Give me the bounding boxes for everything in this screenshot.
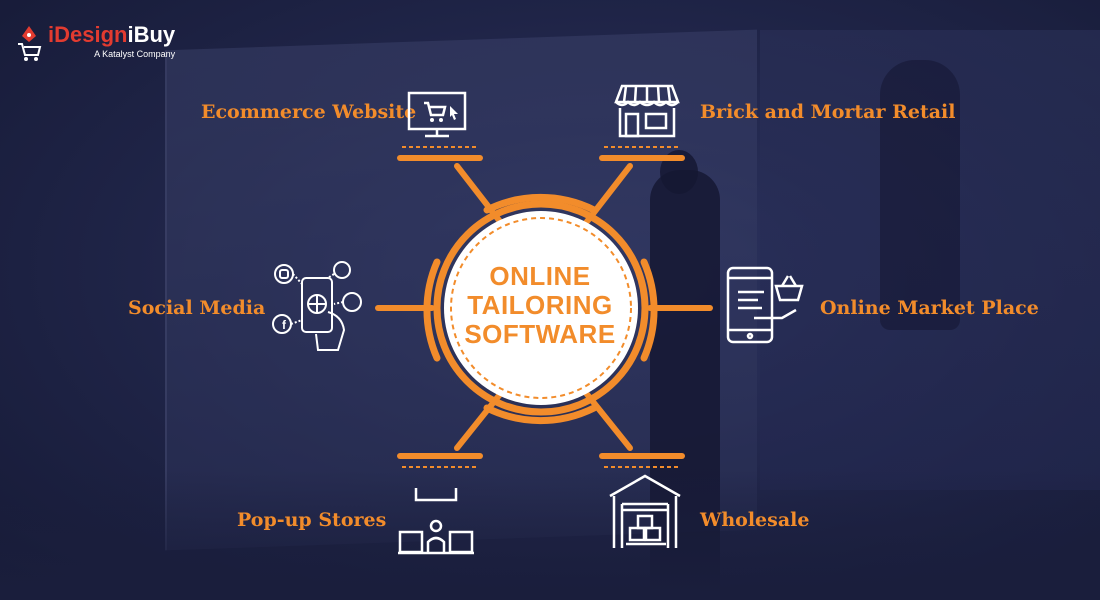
svg-text:f: f: [282, 318, 287, 332]
outer-arc-bottom: [483, 404, 598, 425]
mobile-basket-icon: [726, 266, 804, 344]
outer-arc-top: [483, 193, 598, 214]
center-disc: [444, 211, 638, 405]
warehouse-icon: [609, 474, 681, 548]
background-mannequin: [880, 60, 960, 330]
brand-name-part2: iBuy: [127, 22, 176, 47]
label-social-media[interactable]: Social Media: [128, 297, 266, 319]
spoke-popup: [454, 385, 508, 451]
label-ecommerce-website[interactable]: Ecommerce Website: [201, 101, 417, 123]
label-wholesale[interactable]: Wholesale: [700, 509, 810, 531]
label-popup-stores[interactable]: Pop-up Stores: [237, 509, 387, 531]
phone-social-icon: f: [272, 261, 362, 351]
outer-arc-right: [640, 258, 658, 362]
center-ring: [433, 200, 649, 416]
brand-tagline: A Katalyst Company: [94, 49, 176, 59]
brand-logo[interactable]: iDesigniBuy A Katalyst Company: [16, 24, 175, 64]
popup-stand-icon: [398, 488, 474, 555]
label-online-market-place[interactable]: Online Market Place: [820, 297, 1039, 319]
center-title-line2: TAILORING: [467, 290, 613, 320]
brand-name: iDesigniBuy: [48, 24, 175, 46]
storefront-icon: [614, 84, 680, 138]
center-dashed-ring: [450, 217, 632, 399]
brand-name-part1: iDesign: [48, 22, 128, 47]
spoke-ecommerce: [454, 163, 508, 231]
center-title-line1: ONLINE: [489, 261, 591, 291]
center-title-line3: SOFTWARE: [464, 319, 616, 349]
monitor-cart-icon: [407, 91, 467, 138]
center-title: ONLINE TAILORING SOFTWARE: [440, 262, 640, 349]
outer-arc-left: [423, 258, 441, 362]
background-floor: [0, 470, 1100, 600]
cart-pen-icon: [18, 26, 42, 61]
label-brick-and-mortar[interactable]: Brick and Mortar Retail: [700, 101, 956, 123]
